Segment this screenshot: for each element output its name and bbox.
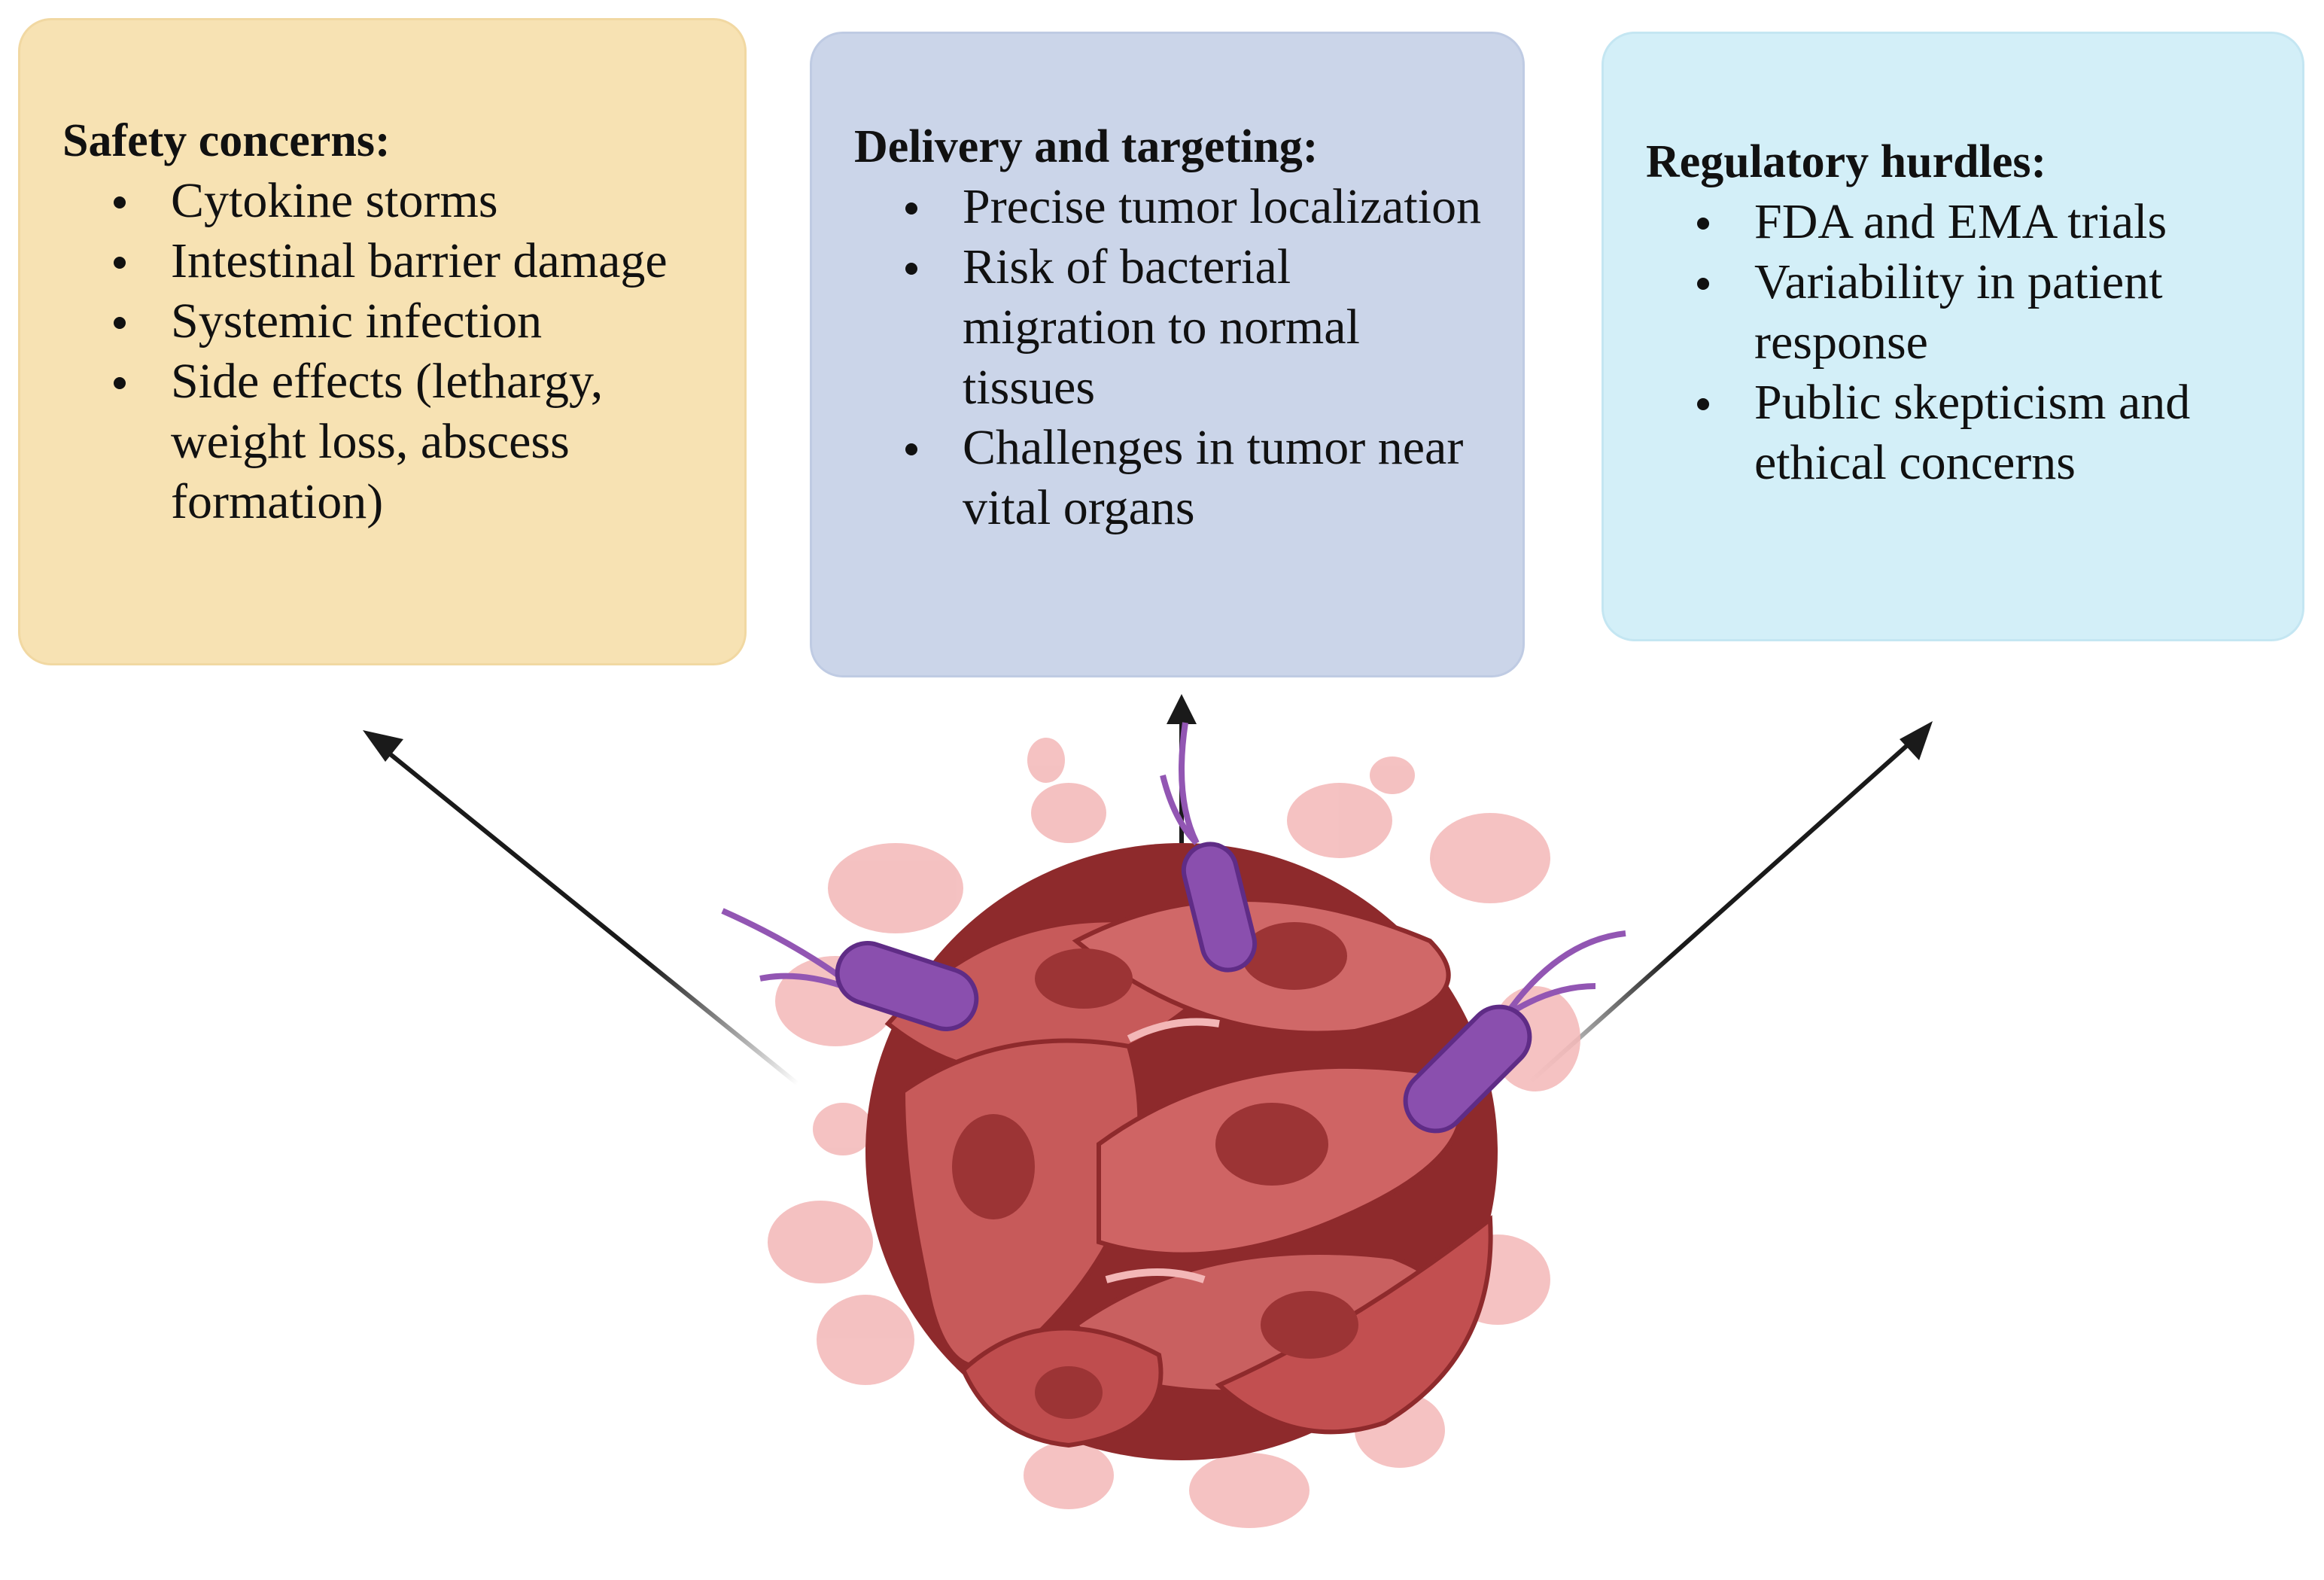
arrowhead-icon bbox=[1900, 721, 1933, 760]
arrowhead-icon bbox=[1167, 694, 1197, 724]
regulatory-hurdles-list: FDA and EMA trials Variability in patien… bbox=[1646, 192, 2280, 493]
tumor-cell-cluster-icon bbox=[768, 738, 1580, 1528]
list-item: FDA and EMA trials bbox=[1697, 192, 2280, 252]
delivery-targeting-title: Delivery and targeting: bbox=[854, 121, 1319, 172]
arrow-to-regulatory bbox=[1526, 721, 1933, 1086]
bacterium-icon bbox=[1160, 722, 1258, 973]
delivery-targeting-box: Delivery and targeting: Precise tumor lo… bbox=[810, 32, 1525, 677]
arrow-to-safety bbox=[363, 730, 799, 1086]
safety-concerns-title: Safety concerns: bbox=[62, 115, 391, 166]
regulatory-hurdles-title: Regulatory hurdles: bbox=[1646, 136, 2047, 187]
list-item: Systemic infection bbox=[114, 291, 714, 352]
list-item: Intestinal barrier damage bbox=[114, 231, 714, 291]
safety-concerns-box: Safety concerns: Cytokine storms Intesti… bbox=[18, 18, 747, 665]
list-item: Risk of bacterial migration to normal ti… bbox=[905, 237, 1492, 418]
list-item: Challenges in tumor near vital organs bbox=[905, 418, 1492, 538]
bacterium-icon bbox=[1403, 930, 1626, 1134]
safety-concerns-list: Cytokine storms Intestinal barrier damag… bbox=[62, 171, 714, 532]
list-item: Precise tumor localization bbox=[905, 177, 1492, 237]
list-item: Variability in patient response bbox=[1697, 252, 2280, 373]
regulatory-hurdles-box: Regulatory hurdles: FDA and EMA trials V… bbox=[1602, 32, 2304, 641]
list-item: Cytokine storms bbox=[114, 171, 714, 231]
bacterium-icon bbox=[721, 908, 979, 1031]
delivery-targeting-list: Precise tumor localization Risk of bacte… bbox=[854, 177, 1492, 538]
arrowhead-icon bbox=[363, 730, 403, 762]
list-item: Public skepticism and ethical concerns bbox=[1697, 373, 2280, 493]
list-item: Side effects (lethargy, weight loss, abs… bbox=[114, 352, 714, 532]
